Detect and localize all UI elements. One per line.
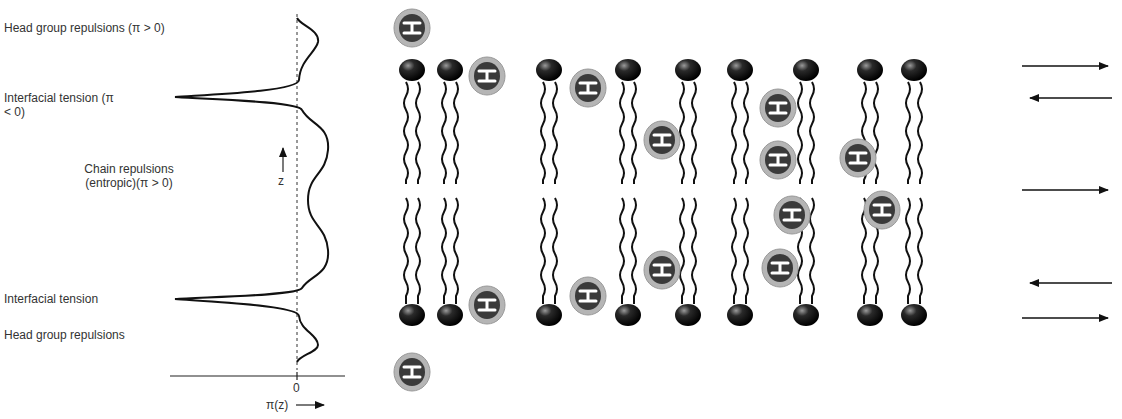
lipid-tail — [692, 198, 696, 304]
lipid-head — [615, 304, 641, 326]
force-arrow — [1022, 65, 1108, 67]
annotation-label: π(z) — [266, 398, 288, 412]
lipid-head — [437, 59, 463, 81]
lipid-tail — [553, 198, 557, 304]
lipid-tail — [454, 198, 458, 304]
lipid-tail — [798, 82, 802, 184]
lipid-head — [675, 304, 701, 326]
lipid-tail — [632, 82, 636, 184]
lipid-head — [536, 304, 562, 326]
solute-molecule — [760, 141, 796, 179]
solute-molecule — [644, 251, 680, 289]
lipid-head — [793, 59, 819, 81]
lipid-tail — [810, 198, 814, 304]
solute-molecule — [644, 121, 680, 159]
lipid-head — [675, 59, 701, 81]
lipid-tail — [442, 82, 446, 184]
lipid-tail — [620, 82, 624, 184]
lipid-tail — [680, 82, 684, 184]
lipid-head — [727, 304, 753, 326]
lipid-head — [857, 304, 883, 326]
lipid-tail — [680, 198, 684, 304]
axis-arrow — [296, 404, 324, 405]
solute-molecule — [570, 277, 606, 315]
lipid-tail — [906, 198, 910, 304]
solute-molecule — [840, 139, 876, 177]
lipid-tail — [874, 82, 878, 184]
lipid-tail — [692, 82, 696, 184]
lipid-tail — [404, 198, 408, 304]
annotation-label: Interfacial tension (π < 0) — [4, 91, 116, 119]
lipid-tail — [810, 82, 814, 184]
solute-molecule — [762, 249, 798, 287]
lipid-tail — [442, 198, 446, 304]
lipid-tail — [732, 198, 736, 304]
lipid-tail — [404, 82, 408, 184]
molecule-layer — [394, 9, 900, 391]
annotation-label: Interfacial tension — [4, 292, 98, 306]
lipid-tail — [416, 198, 420, 304]
lipid-head — [857, 59, 883, 81]
lipid-tail — [454, 82, 458, 184]
lipid-tail — [553, 82, 557, 184]
lipid-head — [793, 304, 819, 326]
lipid-layer — [399, 59, 927, 326]
axis-line — [170, 375, 345, 376]
lipid-tail — [744, 198, 748, 304]
annotation-label: z — [278, 174, 284, 188]
lipid-tail — [906, 82, 910, 184]
lipid-head — [615, 59, 641, 81]
solute-molecule — [394, 9, 430, 47]
annotation-label: Chain repulsions (entropic)(π > 0) — [70, 162, 188, 190]
force-arrow — [1030, 282, 1112, 284]
lipid-head — [437, 304, 463, 326]
lipid-head — [901, 304, 927, 326]
lipid-tail — [541, 198, 545, 304]
lipid-tail — [632, 198, 636, 304]
lipid-head — [536, 59, 562, 81]
solute-molecule — [760, 89, 796, 127]
lipid-tail — [744, 82, 748, 184]
solute-molecule — [394, 353, 430, 391]
zero-line — [297, 14, 298, 370]
lipid-tail — [541, 82, 545, 184]
lipid-head — [727, 59, 753, 81]
lipid-head — [399, 304, 425, 326]
force-arrow — [1022, 189, 1108, 191]
lipid-tail — [918, 82, 922, 184]
solute-molecule — [469, 286, 505, 324]
lipid-tail — [620, 198, 624, 304]
axis-tick — [296, 372, 297, 380]
z-arrow — [282, 148, 283, 172]
solute-molecule — [570, 69, 606, 107]
lipid-tail — [732, 82, 736, 184]
pressure-curve — [175, 18, 328, 362]
lipid-head — [901, 59, 927, 81]
force-arrow — [1030, 97, 1112, 99]
solute-molecule — [469, 57, 505, 95]
solute-molecule — [864, 191, 900, 229]
annotation-label: Head group repulsions — [4, 328, 125, 342]
lipid-tail — [918, 198, 922, 304]
annotation-label: 0 — [293, 381, 300, 395]
lipid-tail — [416, 82, 420, 184]
annotation-label: Head group repulsions (π > 0) — [4, 21, 165, 35]
lipid-head — [399, 59, 425, 81]
force-arrow — [1022, 317, 1108, 319]
solute-molecule — [774, 196, 810, 234]
